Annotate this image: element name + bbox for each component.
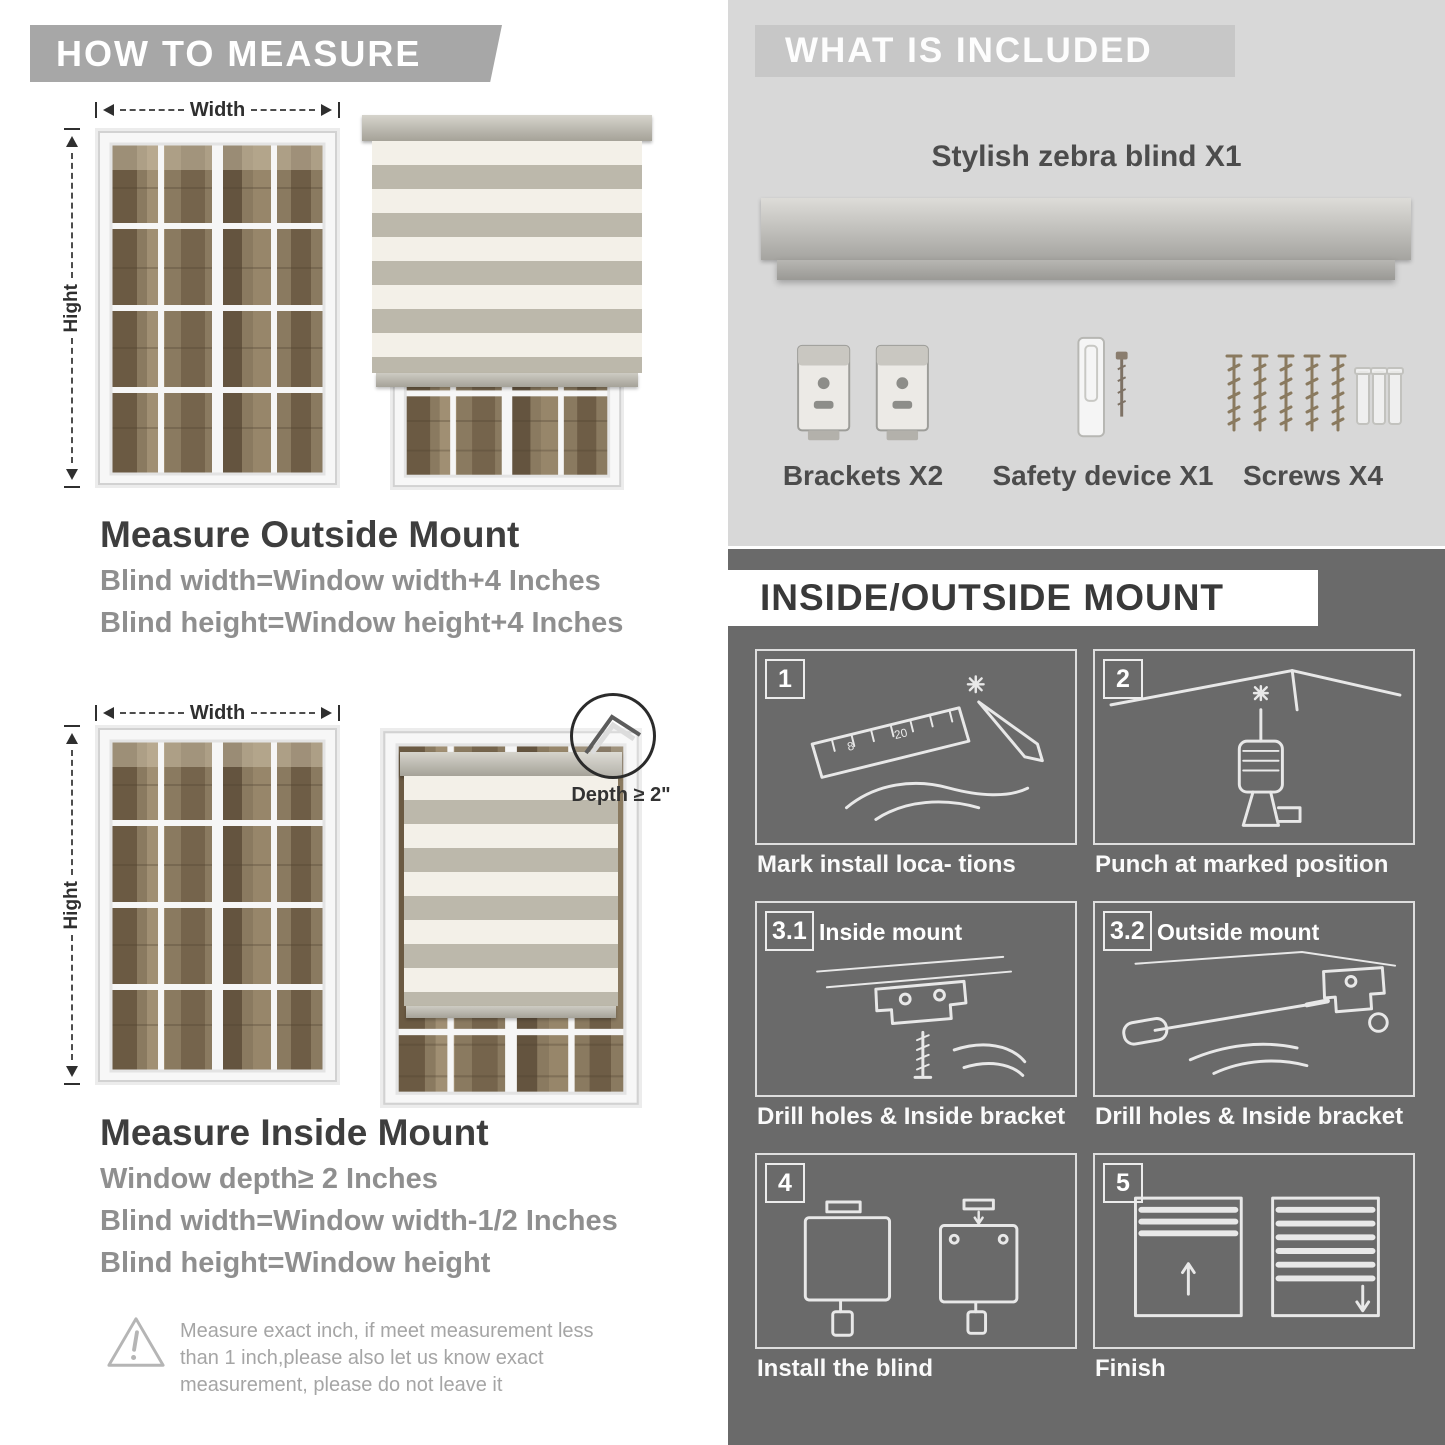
mount-title: INSIDE/OUTSIDE MOUNT xyxy=(760,577,1225,618)
brackets-icon xyxy=(797,344,929,441)
blind-cassette xyxy=(362,115,652,141)
step-3-2-badge: 3.2 xyxy=(1103,911,1152,951)
brackets-label: Brackets X2 xyxy=(782,460,944,491)
step-3-1-title: Inside mount xyxy=(819,919,963,945)
blind-stripes xyxy=(372,141,642,373)
step-2-illustration xyxy=(1109,669,1402,827)
inside-mount-heading: Measure Inside Mount xyxy=(100,1112,489,1153)
how-to-measure-title: HOW TO MEASURE xyxy=(56,32,422,74)
step-5-badge: 5 xyxy=(1103,1163,1143,1203)
safety-device-icon xyxy=(1077,336,1128,438)
warning-line: measurement, please do not leave it xyxy=(180,1374,503,1396)
inside-formula-depth: Window depth≥ 2 Inches xyxy=(100,1163,438,1195)
screws-icon xyxy=(1225,354,1404,432)
zebra-blind-headrail xyxy=(761,198,1411,260)
window-illustration xyxy=(95,725,340,1085)
step-3-2-tile: 3.2 Outside mount xyxy=(1093,901,1415,1097)
step-1-illustration: 8 20 xyxy=(810,675,1044,821)
warning-icon xyxy=(107,1317,165,1367)
step-3-2-caption: Drill holes & Inside bracket xyxy=(1095,1103,1404,1130)
step-3-1-tile: 3.1 Inside mount xyxy=(755,901,1077,1097)
warning-note: Measure exact inch, if meet measurement … xyxy=(180,1318,660,1399)
inside-formula-height: Blind height=Window height xyxy=(100,1247,491,1279)
width-arrow: Width xyxy=(95,98,341,121)
outside-formula-width: Blind width=Window width+4 Inches xyxy=(100,565,601,597)
step-5-caption: Finish xyxy=(1095,1355,1166,1382)
height-label: Hight xyxy=(61,880,82,930)
window-corner-icon xyxy=(584,714,642,755)
blind-bottom-rail xyxy=(406,1006,616,1018)
step-4-badge: 4 xyxy=(765,1163,805,1203)
warning-line: than 1 inch,please also let us know exac… xyxy=(180,1347,544,1369)
step-3-2-title: Outside mount xyxy=(1157,919,1320,945)
what-is-included-section: WHAT IS INCLUDED Stylish zebra blind X1 xyxy=(728,0,1445,546)
depth-callout-label: Depth ≥ 2" xyxy=(571,784,671,806)
zebra-blind-outside xyxy=(362,115,652,495)
window-illustration xyxy=(95,128,340,488)
height-label: Hight xyxy=(61,283,82,333)
warning-line: Measure exact inch, if meet measurement … xyxy=(180,1320,594,1342)
outside-mount-heading: Measure Outside Mount xyxy=(100,514,520,555)
step-5-tile: 5 xyxy=(1093,1153,1415,1349)
height-arrow: Hight xyxy=(61,128,82,489)
step-1-badge: 1 xyxy=(765,659,805,699)
screws-label: Screws X4 xyxy=(1242,460,1384,491)
width-label: Width xyxy=(189,701,246,724)
step-4-caption: Install the blind xyxy=(757,1355,934,1382)
product-name: Stylish zebra blind X1 xyxy=(931,140,1242,173)
what-is-included-title: WHAT IS INCLUDED xyxy=(785,31,1153,70)
step-2-tile: 2 xyxy=(1093,649,1415,845)
svg-text:20: 20 xyxy=(893,726,909,742)
outside-formula-height: Blind height=Window height+4 Inches xyxy=(100,607,624,639)
what-is-included-banner: WHAT IS INCLUDED xyxy=(755,25,1235,77)
how-to-measure-banner: HOW TO MEASURE xyxy=(30,25,502,82)
step-3-2-illustration xyxy=(1122,951,1397,1075)
step-3-1-badge: 3.1 xyxy=(765,911,814,951)
step-5-illustration xyxy=(1134,1196,1380,1318)
width-label: Width xyxy=(189,98,246,121)
step-1-caption: Mark install loca- tions xyxy=(757,851,1016,878)
step-2-caption: Punch at marked position xyxy=(1095,851,1389,878)
zebra-blind-valance xyxy=(777,260,1395,280)
step-4-tile: 4 xyxy=(755,1153,1077,1349)
mount-instructions-section: INSIDE/OUTSIDE MOUNT 1 8 20 2 xyxy=(728,549,1445,1445)
step-1-tile: 1 8 20 xyxy=(755,649,1077,845)
inside-formula-width: Blind width=Window width-1/2 Inches xyxy=(100,1205,618,1237)
step-3-1-illustration xyxy=(816,955,1027,1079)
step-2-badge: 2 xyxy=(1103,659,1143,699)
blind-bottom-rail xyxy=(376,373,638,387)
step-4-illustration xyxy=(803,1198,1019,1337)
height-arrow: Hight xyxy=(61,725,82,1086)
safety-device-label: Safety device X1 xyxy=(992,460,1214,491)
blind-stripes xyxy=(404,776,618,1006)
step-3-1-caption: Drill holes & Inside bracket xyxy=(757,1103,1066,1130)
depth-callout-circle xyxy=(570,693,656,779)
mount-banner: INSIDE/OUTSIDE MOUNT xyxy=(728,570,1318,626)
svg-text:8: 8 xyxy=(846,740,856,754)
outside-mount-diagram: Width Hight xyxy=(60,98,700,500)
width-arrow: Width xyxy=(95,701,341,724)
